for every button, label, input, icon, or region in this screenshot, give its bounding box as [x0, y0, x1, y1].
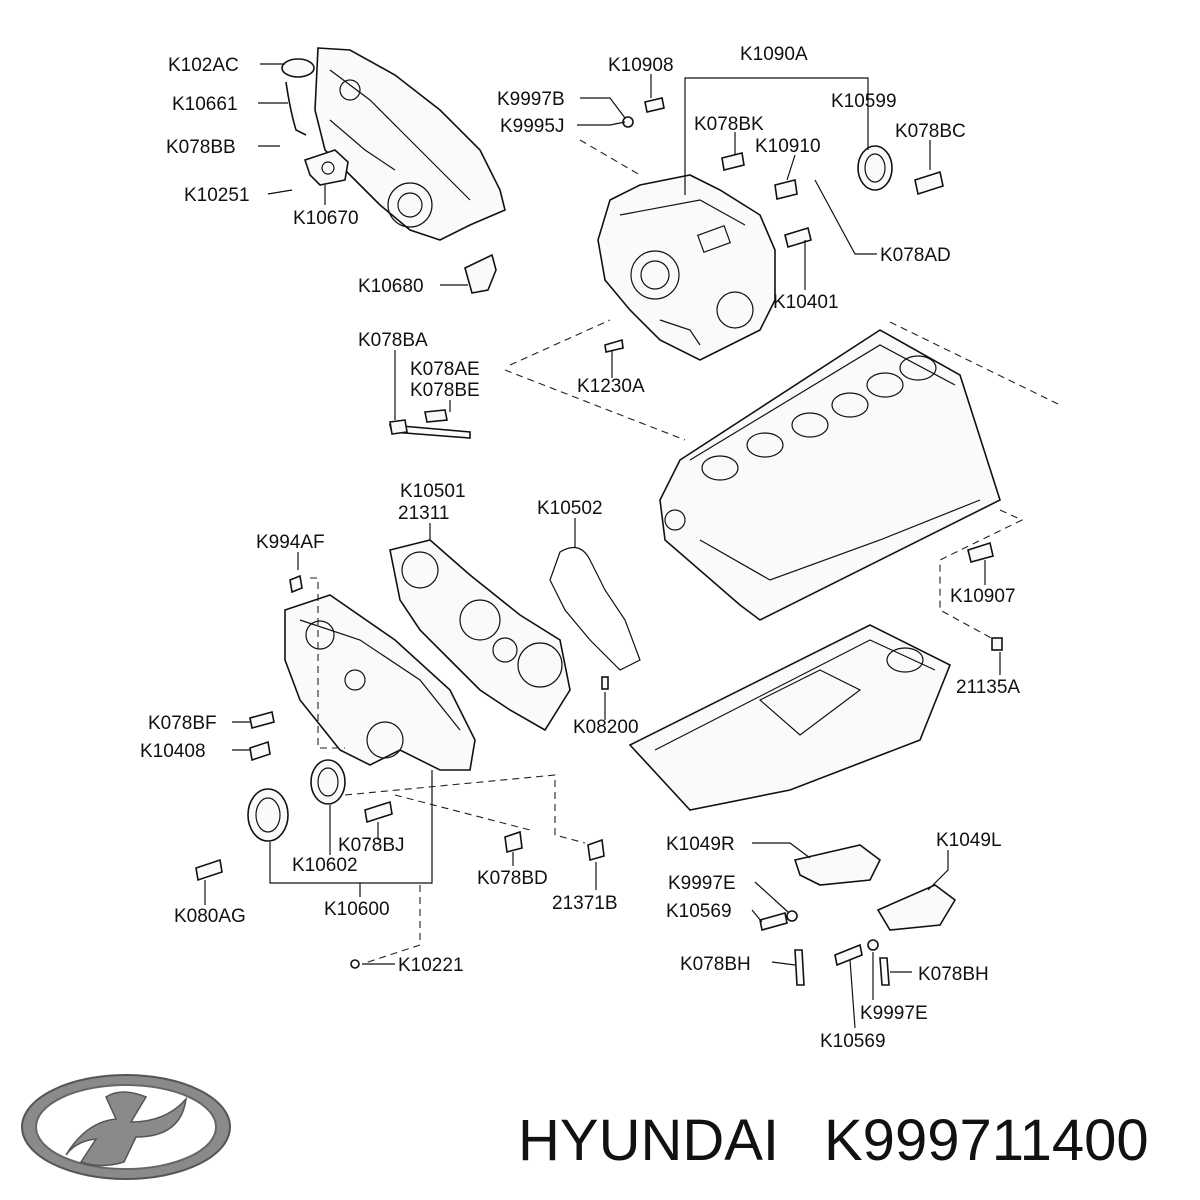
bracket-k10680 [464, 253, 497, 294]
label-k10502: K10502 [537, 498, 603, 519]
leader-lines [204, 63, 1001, 1029]
small-bolts-top [604, 97, 944, 353]
label-k10910: K10910 [755, 136, 821, 157]
seal-retainer-k10600 [247, 788, 289, 842]
hyundai-logo-icon [21, 1074, 231, 1180]
label-k078be: K078BE [410, 380, 480, 401]
flywheel-housing [597, 174, 776, 361]
engine-mount-right [793, 844, 882, 886]
oil-filler-cap [281, 58, 315, 136]
label-k078ba: K078BA [358, 330, 428, 351]
label-k10501: K10501 [400, 481, 466, 502]
label-k078bb: K078BB [166, 137, 236, 158]
pin-k08200 [601, 676, 609, 690]
label-k102ac: K102AC [168, 55, 239, 76]
label-k078bh-2: K078BH [918, 964, 989, 985]
label-k078bf: K078BF [148, 713, 217, 734]
label-k1049r: K1049R [666, 834, 735, 855]
label-k994af: K994AF [256, 532, 325, 553]
label-k080ag: K080AG [174, 906, 246, 927]
label-k078ae: K078AE [410, 359, 480, 380]
label-k10908: K10908 [608, 55, 674, 76]
label-k078ad: K078AD [880, 245, 951, 266]
label-21311: 21311 [398, 503, 449, 524]
label-k10680: K10680 [358, 276, 424, 297]
label-21135a: 21135A [956, 677, 1020, 698]
bolts-middle [388, 409, 471, 439]
oil-pan [628, 624, 952, 811]
label-k10408: K10408 [140, 741, 206, 762]
label-k078bd: K078BD [477, 868, 548, 889]
gasket-k10502 [549, 546, 641, 671]
label-k9995j: K9995J [500, 116, 564, 137]
bolts-front-cover [195, 574, 605, 969]
label-k1049l: K1049L [936, 830, 1002, 851]
label-k10661: K10661 [172, 94, 238, 115]
label-k10221: K10221 [398, 955, 464, 976]
label-k078bh-1: K078BH [680, 954, 751, 975]
bolt-k10907 [967, 541, 994, 563]
label-k10569-2: K10569 [820, 1031, 886, 1052]
label-k9997b: K9997B [497, 89, 565, 110]
label-k10670: K10670 [293, 208, 359, 229]
mount-bolts [759, 910, 890, 986]
label-21371b: 21371B [552, 893, 618, 914]
brand-name: HYUNDAI [518, 1108, 779, 1173]
dowel-21135a [991, 637, 1003, 651]
label-k9997e-2: K9997E [860, 1003, 928, 1024]
engine-mount-left [876, 884, 957, 931]
label-k10907: K10907 [950, 586, 1016, 607]
cylinder-block [659, 329, 1001, 621]
label-k10600: K10600 [324, 899, 390, 920]
label-k10569-1: K10569 [666, 901, 732, 922]
label-k10401: K10401 [773, 292, 839, 313]
label-k1090a: K1090A [740, 44, 808, 65]
label-k9997e-1: K9997E [668, 873, 736, 894]
front-cover [284, 594, 476, 771]
part-labels: K102AC K10661 K078BB K10251 K10670 K1068… [140, 44, 1020, 1052]
seal-k10599 [857, 145, 893, 191]
label-k10251: K10251 [184, 185, 250, 206]
label-k078bk: K078BK [694, 114, 764, 135]
oil-pump-small [303, 149, 349, 186]
label-k078bj: K078BJ [338, 835, 405, 856]
dashed-assembly-lines [310, 139, 1061, 964]
label-k10599: K10599 [831, 91, 897, 112]
part-number: K999711400 [824, 1108, 1149, 1173]
timing-gear-case [389, 539, 571, 732]
label-k08200: K08200 [573, 717, 639, 738]
label-k078bc: K078BC [895, 121, 966, 142]
label-k10602: K10602 [292, 855, 358, 876]
oil-seal-k10602 [310, 759, 346, 805]
label-k1230a: K1230A [577, 376, 645, 397]
